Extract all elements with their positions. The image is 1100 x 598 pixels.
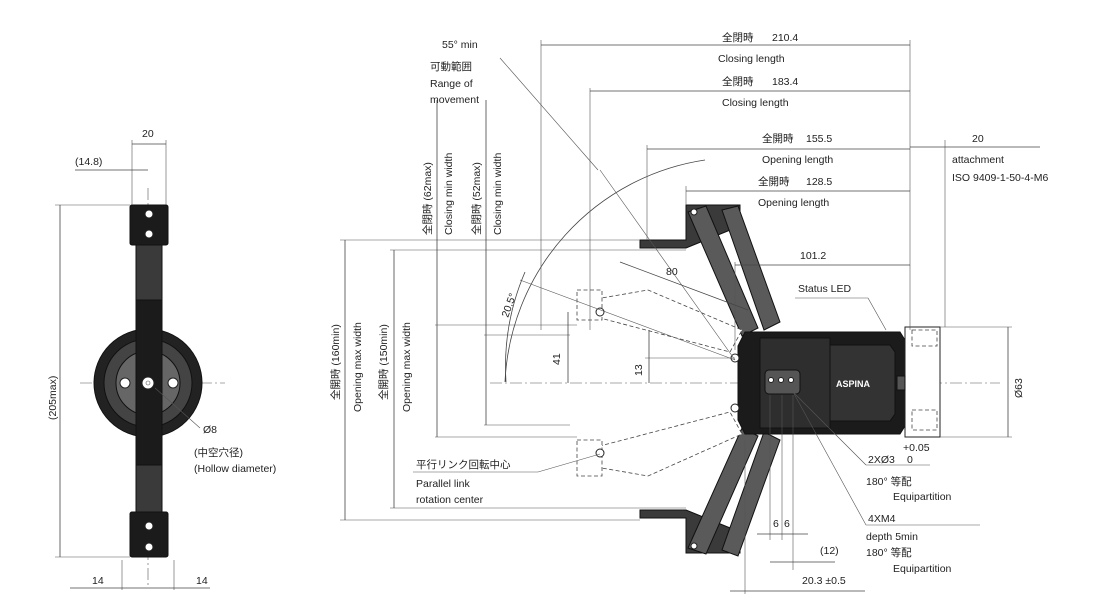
left-bottom-14-b: 14 [196, 575, 208, 587]
closing-length-1-val: 210.4 [772, 32, 798, 44]
aspina-logo: ASPINA [836, 379, 871, 389]
diameter-63: Ø63 [1013, 378, 1025, 398]
ghost-pivot-lower [595, 448, 605, 458]
closing-length-2-jp: 全閉時 [722, 75, 754, 88]
main-view: ASPINA 55° min 可動範囲 Range of movement 20… [329, 31, 1048, 594]
lower-ghost-link [589, 411, 743, 477]
left-bottom-hole-1 [144, 521, 154, 531]
left-top-finger [129, 204, 169, 246]
opening-length-2-jp: 全開時 [758, 175, 790, 188]
range-jp: 可動範囲 [430, 60, 472, 73]
ghost-pivot-upper [595, 307, 605, 317]
lower-ghost-finger [576, 439, 603, 477]
flange-detail-top [911, 329, 938, 347]
closing-length-1-jp: 全閉時 [722, 31, 754, 44]
dim-13: 13 [633, 364, 645, 376]
tolerance-plus: +0.05 [903, 442, 930, 454]
closing-length-2-val: 183.4 [772, 76, 798, 88]
range-en-1: Range of [430, 78, 473, 90]
equip-jp-2: 180° 等配 [866, 546, 912, 559]
pin-hole-2 [778, 377, 784, 383]
left-bottom-14-a: 14 [92, 575, 104, 587]
left-hollow-en: (Hollow diameter) [194, 463, 276, 475]
attachment-iso: ISO 9409-1-50-4-M6 [952, 172, 1048, 184]
upper-link-arm-2 [721, 205, 781, 331]
left-height-205max: (205max) [47, 376, 59, 420]
link-length-80: 80 [666, 266, 678, 278]
angle-55-min: 55° min [442, 39, 478, 51]
opening-length-2-en: Opening length [758, 197, 829, 209]
thread-spec-4x: 4XM4 [868, 513, 896, 525]
upper-ghost-link [589, 289, 743, 353]
thread-depth: depth 5min [866, 531, 918, 543]
left-hollow-center [145, 380, 151, 386]
pin-hole-1 [768, 377, 774, 383]
dim-41: 41 [551, 353, 563, 365]
flange-length-20: 20 [972, 133, 984, 145]
range-en-2: movement [430, 94, 479, 106]
opening-max-1-jp: 全開時 (160min) [329, 324, 342, 400]
closing-min-2-en: Closing min width [492, 153, 504, 235]
left-hollow-diameter: Ø8 [203, 424, 217, 436]
left-bottom-finger [129, 511, 169, 558]
upper-link-arm-1 [687, 205, 759, 337]
opening-length-1-val: 155.5 [806, 133, 832, 145]
status-led-window [896, 375, 906, 391]
dim-6-a: 6 [773, 518, 779, 530]
opening-max-2-jp: 全開時 (150min) [377, 324, 390, 400]
hole-spec-2x: 2XØ3 [868, 454, 895, 466]
body-length-101-2: 101.2 [800, 250, 826, 262]
status-led-label: Status LED [798, 283, 852, 295]
dim-6-b: 6 [784, 518, 790, 530]
movement-arc [504, 159, 706, 383]
closing-min-1-jp: 全閉時 (62max) [421, 162, 434, 235]
flange-detail-bottom [911, 409, 938, 431]
link-center-en-1: Parallel link [416, 478, 470, 490]
opening-max-1-en: Opening max width [352, 322, 364, 412]
opening-length-2-val: 128.5 [806, 176, 832, 188]
closing-min-2-jp: 全閉時 (52max) [470, 162, 483, 235]
left-offset-14-8: (14.8) [75, 156, 102, 168]
dim-20-3: 20.3 ±0.5 [802, 575, 846, 587]
dim-12: (12) [820, 545, 839, 557]
closing-length-2-en: Closing length [722, 97, 789, 109]
closing-length-1-en: Closing length [718, 53, 785, 65]
pivot-lower [730, 403, 740, 413]
equip-en-1: Equipartition [893, 491, 952, 503]
left-hollow-jp: (中空穴径) [194, 446, 243, 459]
opening-length-1-en: Opening length [762, 154, 833, 166]
pin-hole-3 [788, 377, 794, 383]
lower-link-arm-2 [721, 431, 781, 557]
lower-link-arm-1 [687, 427, 759, 555]
opening-max-2-en: Opening max width [401, 322, 413, 412]
opening-length-1-jp: 全開時 [762, 132, 794, 145]
link-center-en-2: rotation center [416, 494, 484, 506]
left-top-hole-2 [144, 229, 154, 239]
attachment-label: attachment [952, 154, 1004, 166]
finger-pivot-upper [690, 208, 698, 216]
left-top-hole-1 [144, 209, 154, 219]
equip-en-2: Equipartition [893, 563, 952, 575]
closing-min-1-en: Closing min width [443, 153, 455, 235]
link-center-jp: 平行リンク回転中心 [416, 458, 511, 471]
equip-jp-1: 180° 等配 [866, 475, 912, 488]
body-rear-block [829, 344, 896, 422]
movement-arc-small [505, 271, 526, 383]
arc-angle-20-5: 20.5° [500, 292, 520, 319]
left-arm-center [135, 299, 163, 466]
left-width-20: 20 [142, 128, 154, 140]
left-side-hole-2 [167, 377, 179, 389]
left-bottom-hole-2 [144, 542, 154, 552]
finger-pivot-lower [690, 542, 698, 550]
left-view: 20 (14.8) (205max) Ø8 (中空穴径) (Hollow dia… [47, 128, 276, 590]
tolerance-zero: 0 [907, 454, 913, 466]
left-hollow-hole [141, 376, 155, 390]
left-side-hole-1 [119, 377, 131, 389]
